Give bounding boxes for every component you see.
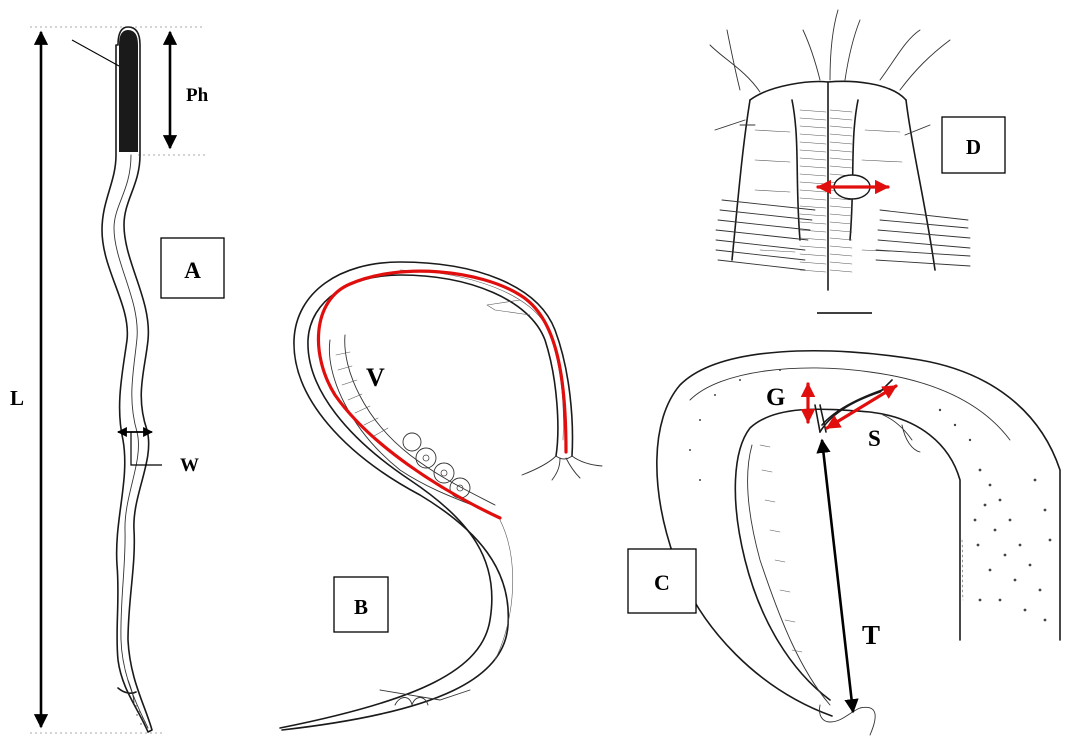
tail-label: T: [862, 620, 880, 650]
head-tip: [556, 456, 572, 459]
female-body-inner: [282, 262, 572, 730]
tail-length-arrow: [822, 440, 853, 712]
spicule-inner: [822, 388, 888, 425]
male-body-stipple: [689, 369, 1051, 621]
vulva-label: V: [366, 363, 385, 392]
spicule-label: S: [868, 426, 881, 451]
lateral-ridges: [716, 200, 970, 270]
head-body-outline: [732, 100, 935, 270]
cuticle-striations: [755, 110, 910, 272]
panel-d: D: [710, 10, 1005, 313]
pharynx-label: Ph: [186, 85, 209, 106]
panel-a-label: A: [184, 258, 201, 283]
genital-structures: [883, 415, 920, 452]
pharynx: [119, 30, 138, 152]
panel-c-label: C: [654, 570, 670, 595]
posterior-canal: [495, 520, 513, 660]
head-setae: [522, 456, 602, 480]
male-tail-tip: [819, 705, 875, 735]
length-label: L: [10, 386, 24, 410]
male-body-outer: [657, 351, 1060, 716]
male-cuticle-line: [747, 445, 830, 705]
pharynx-pointer-line: [72, 40, 119, 66]
panel-a: L Ph W A: [10, 27, 224, 733]
intestine-line: [400, 270, 563, 440]
panel-b: V B: [280, 262, 602, 730]
head-setae-d: [710, 10, 950, 92]
ovary: [329, 335, 495, 512]
panel-c: G S T C: [628, 351, 1060, 735]
panel-d-label: D: [966, 135, 981, 159]
spicule-arrow: [827, 386, 896, 428]
body-dash-line: [962, 540, 963, 600]
tail-structures: [380, 690, 470, 705]
vulva-position-curve: [318, 271, 566, 518]
width-label: W: [180, 455, 199, 476]
female-body-outer: [280, 275, 558, 728]
gubernaculum-label: G: [766, 384, 785, 411]
panel-b-label: B: [354, 595, 368, 619]
